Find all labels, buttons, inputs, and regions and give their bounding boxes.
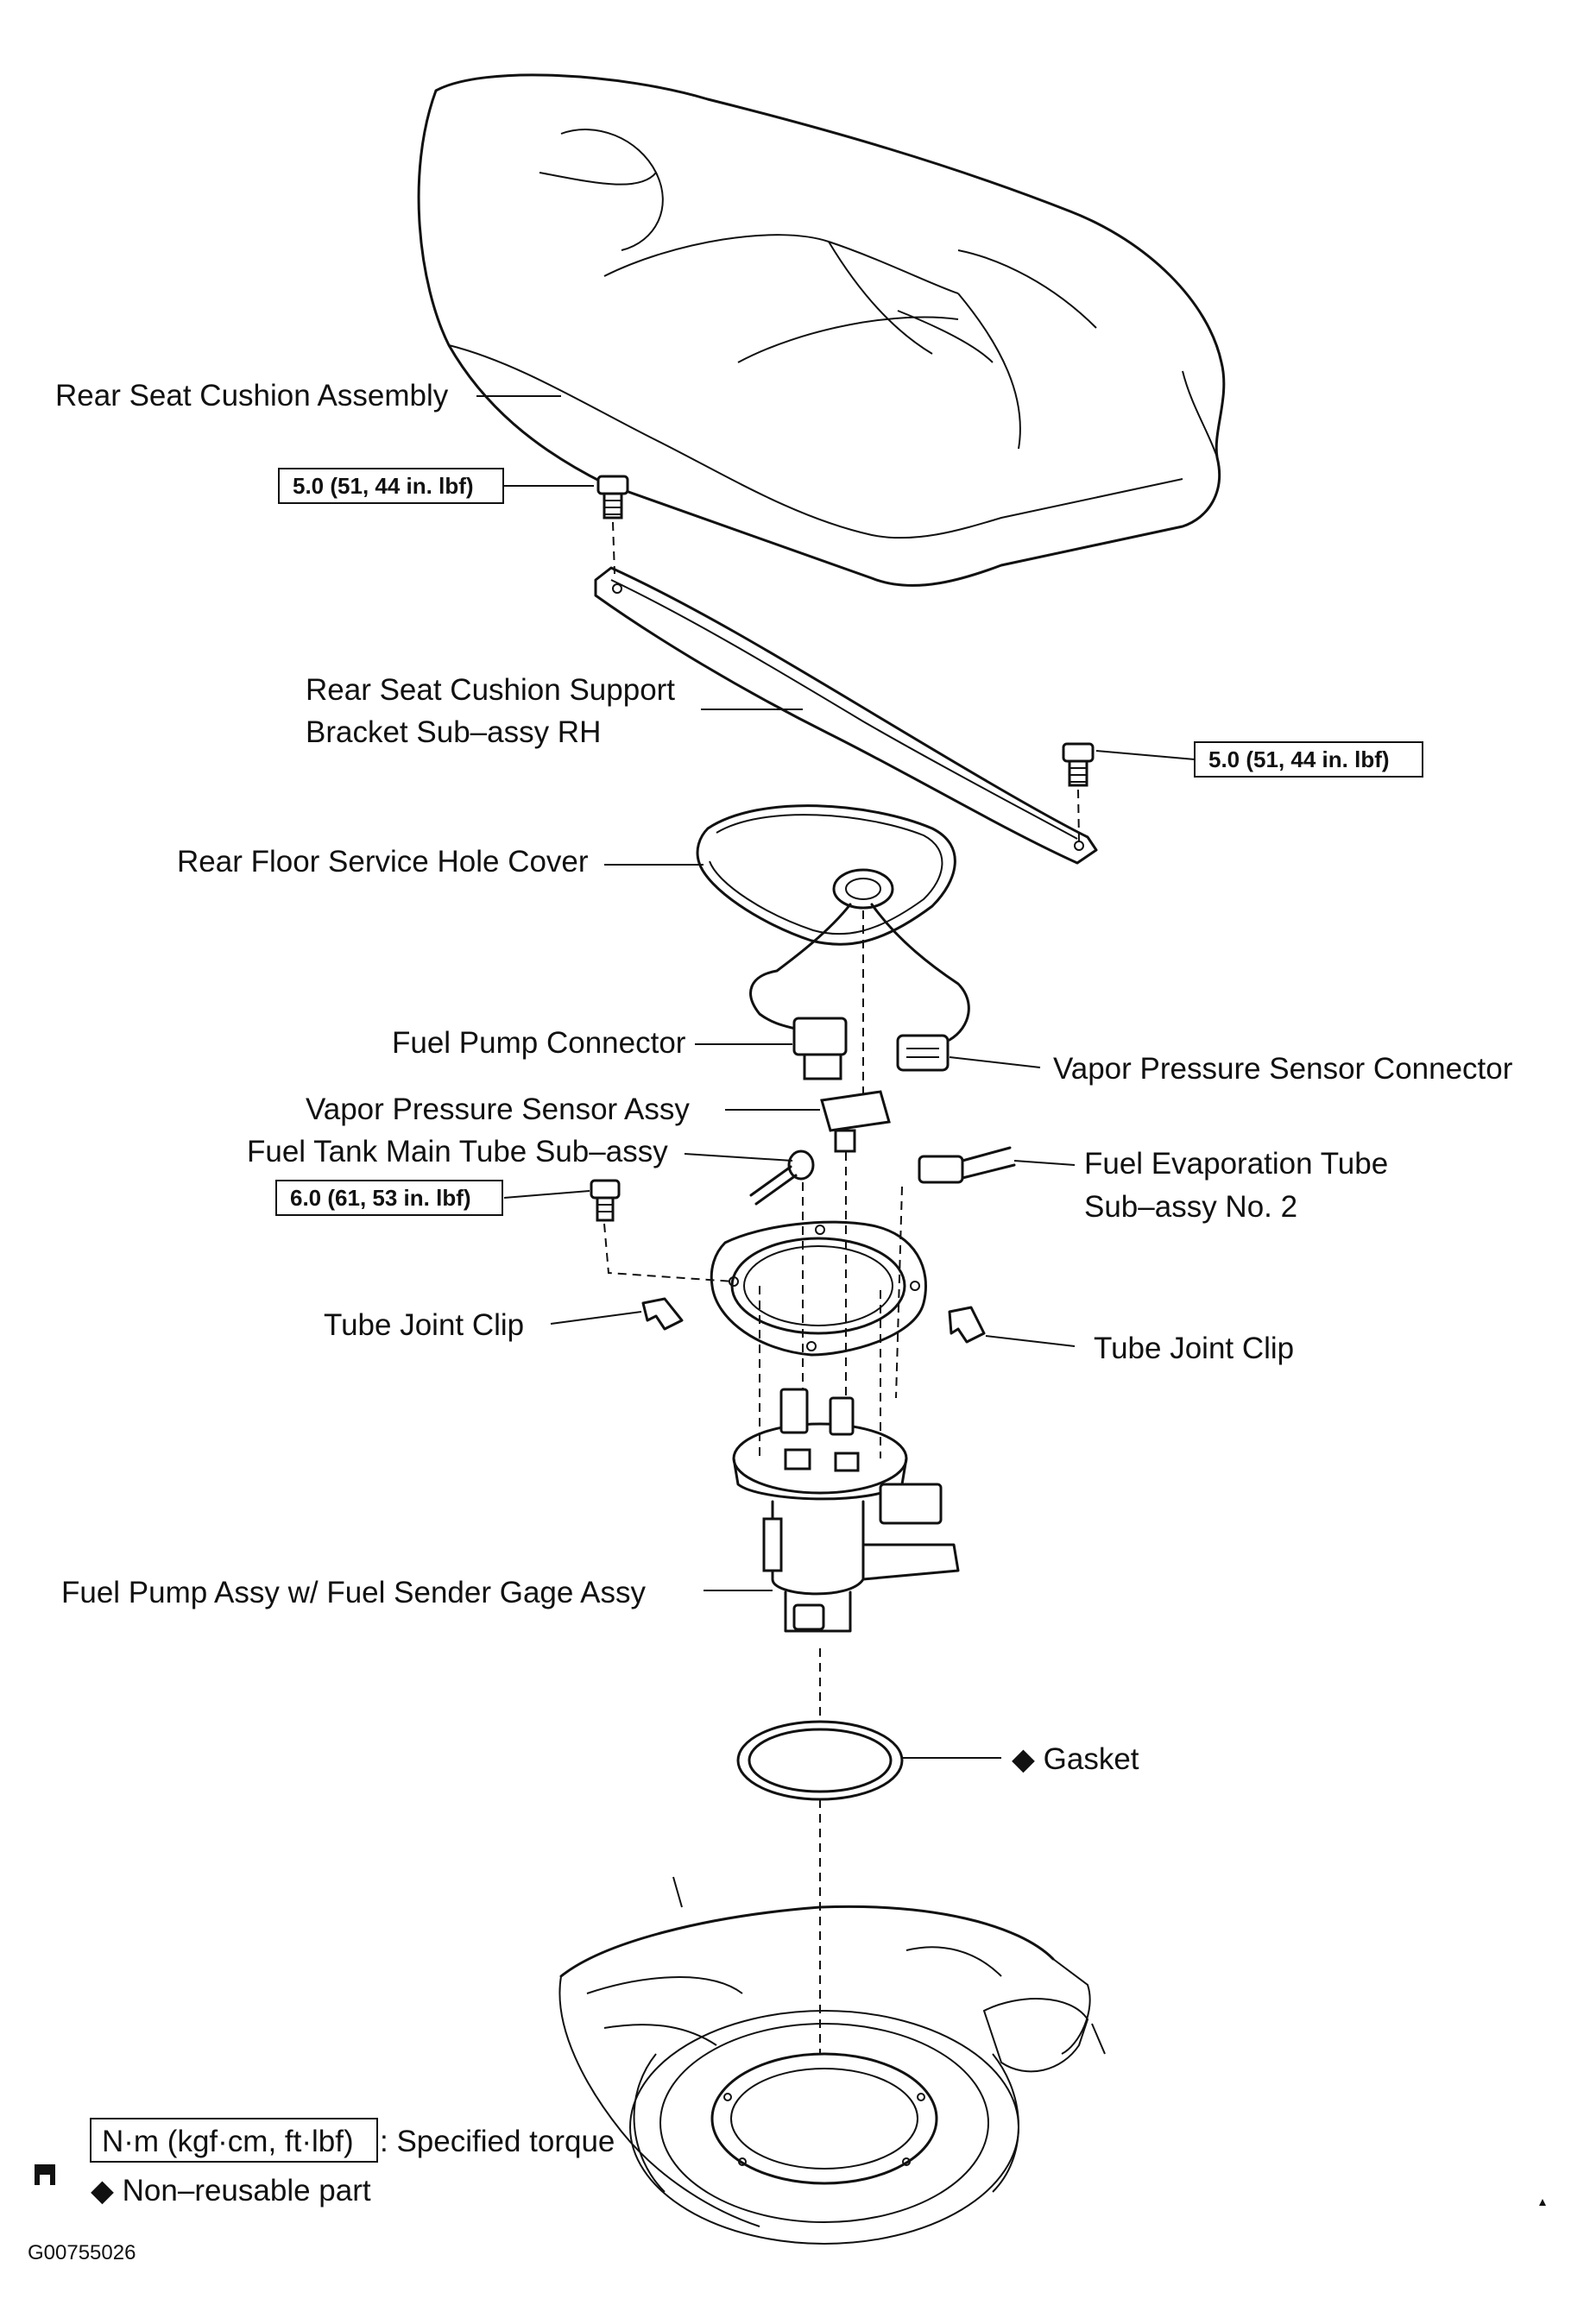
torque-box-pump-bolt: 6.0 (61, 53 in. lbf) bbox=[275, 1180, 503, 1216]
service-hole-cover-drawing bbox=[696, 804, 956, 946]
label-service-hole-cover: Rear Floor Service Hole Cover bbox=[177, 845, 589, 879]
torque-box-bracket-left: 5.0 (51, 44 in. lbf) bbox=[278, 468, 504, 504]
support-bracket-drawing bbox=[594, 566, 1098, 865]
torque-box-bracket-right: 5.0 (51, 44 in. lbf) bbox=[1194, 741, 1423, 778]
bracket-bolt-left bbox=[596, 475, 629, 520]
document-mark-icon bbox=[35, 2164, 55, 2185]
svg-text:6.0 (61, 53 in. lbf): 6.0 (61, 53 in. lbf) bbox=[290, 1185, 471, 1211]
label-support-bracket-line2: Bracket Sub–assy RH bbox=[306, 715, 601, 749]
vapor-sensor-assy-drawing bbox=[820, 1090, 891, 1153]
label-vapor-sensor-assy: Vapor Pressure Sensor Assy bbox=[306, 1093, 690, 1126]
gasket-drawing bbox=[736, 1720, 904, 1801]
legend-torque: N·m (kgf·cm, ft·lbf) : Specified torque bbox=[90, 2118, 615, 2163]
fuel-pump-connector-drawing bbox=[792, 1017, 848, 1080]
label-tube-joint-clip-left: Tube Joint Clip bbox=[324, 1308, 524, 1342]
label-evap-tube-line2: Sub–assy No. 2 bbox=[1084, 1190, 1297, 1224]
label-tube-joint-clip-right: Tube Joint Clip bbox=[1094, 1332, 1294, 1365]
label-fuel-pump-assy: Fuel Pump Assy w/ Fuel Sender Gage Assy bbox=[61, 1576, 646, 1609]
label-fuel-tank-main-tube: Fuel Tank Main Tube Sub–assy bbox=[247, 1135, 668, 1168]
tube-joint-clip-left-drawing bbox=[641, 1297, 684, 1331]
legend-torque-desc: : Specified torque bbox=[380, 2125, 615, 2158]
vapor-sensor-connector-drawing bbox=[896, 1034, 950, 1072]
label-rear-seat-cushion-assembly: Rear Seat Cushion Assembly bbox=[55, 379, 449, 413]
wire-harness-drawing bbox=[749, 903, 970, 1042]
rear-seat-cushion-drawing bbox=[417, 73, 1226, 587]
svg-text:5.0 (51, 44 in. lbf): 5.0 (51, 44 in. lbf) bbox=[1208, 746, 1390, 772]
label-evap-tube-line1: Fuel Evaporation Tube bbox=[1084, 1147, 1388, 1181]
corner-mark-icon bbox=[1539, 2199, 1546, 2206]
fuel-pump-assy-drawing bbox=[732, 1388, 960, 1633]
label-fuel-pump-connector: Fuel Pump Connector bbox=[392, 1026, 686, 1060]
leader-lines bbox=[476, 395, 1196, 1759]
legend-nonreusable: ◆ Non–reusable part bbox=[35, 2164, 371, 2207]
svg-text:5.0 (51, 44 in. lbf): 5.0 (51, 44 in. lbf) bbox=[293, 473, 474, 499]
fuel-tank-drawing bbox=[558, 1876, 1106, 2245]
pump-bolt bbox=[590, 1179, 621, 1222]
fuel-tank-main-tube-drawing bbox=[749, 1149, 815, 1206]
figure-code: G00755026 bbox=[28, 2241, 136, 2264]
alignment-lines bbox=[603, 910, 903, 2054]
tube-joint-clip-right-drawing bbox=[948, 1306, 986, 1344]
pump-flange-drawing bbox=[710, 1220, 927, 1357]
label-vapor-sensor-connector: Vapor Pressure Sensor Connector bbox=[1053, 1052, 1513, 1086]
legend-nonreusable-text: ◆ Non–reusable part bbox=[91, 2174, 371, 2207]
label-gasket: ◆ Gasket bbox=[1012, 1742, 1139, 1776]
legend-torque-unit: N·m (kgf·cm, ft·lbf) bbox=[102, 2125, 354, 2158]
evaporation-tube-drawing bbox=[918, 1146, 1016, 1184]
label-support-bracket-line1: Rear Seat Cushion Support bbox=[306, 673, 675, 707]
bracket-bolt-right bbox=[1062, 742, 1095, 787]
